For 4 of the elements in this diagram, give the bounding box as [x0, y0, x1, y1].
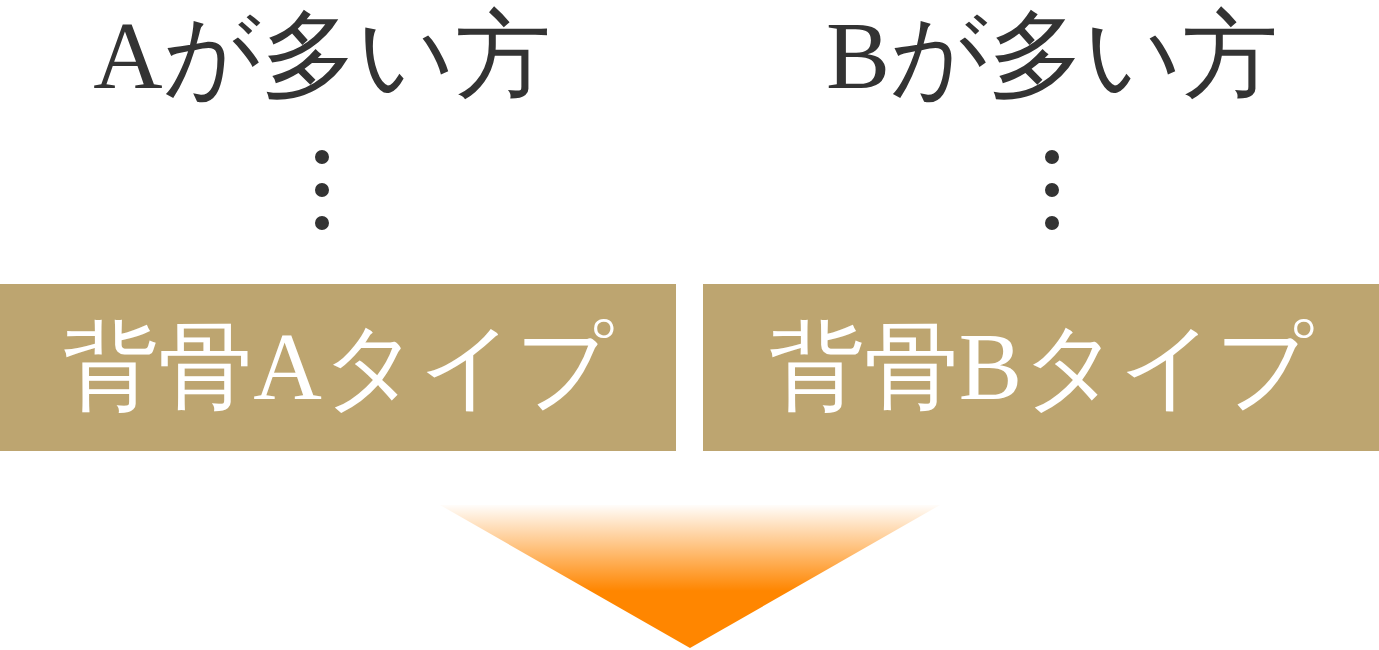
type-box: 背骨Bタイプ — [703, 284, 1379, 451]
heading: Bが多い方 — [826, 6, 1278, 106]
heading: Aが多い方 — [93, 6, 551, 106]
type-box: 背骨Aタイプ — [0, 284, 676, 451]
